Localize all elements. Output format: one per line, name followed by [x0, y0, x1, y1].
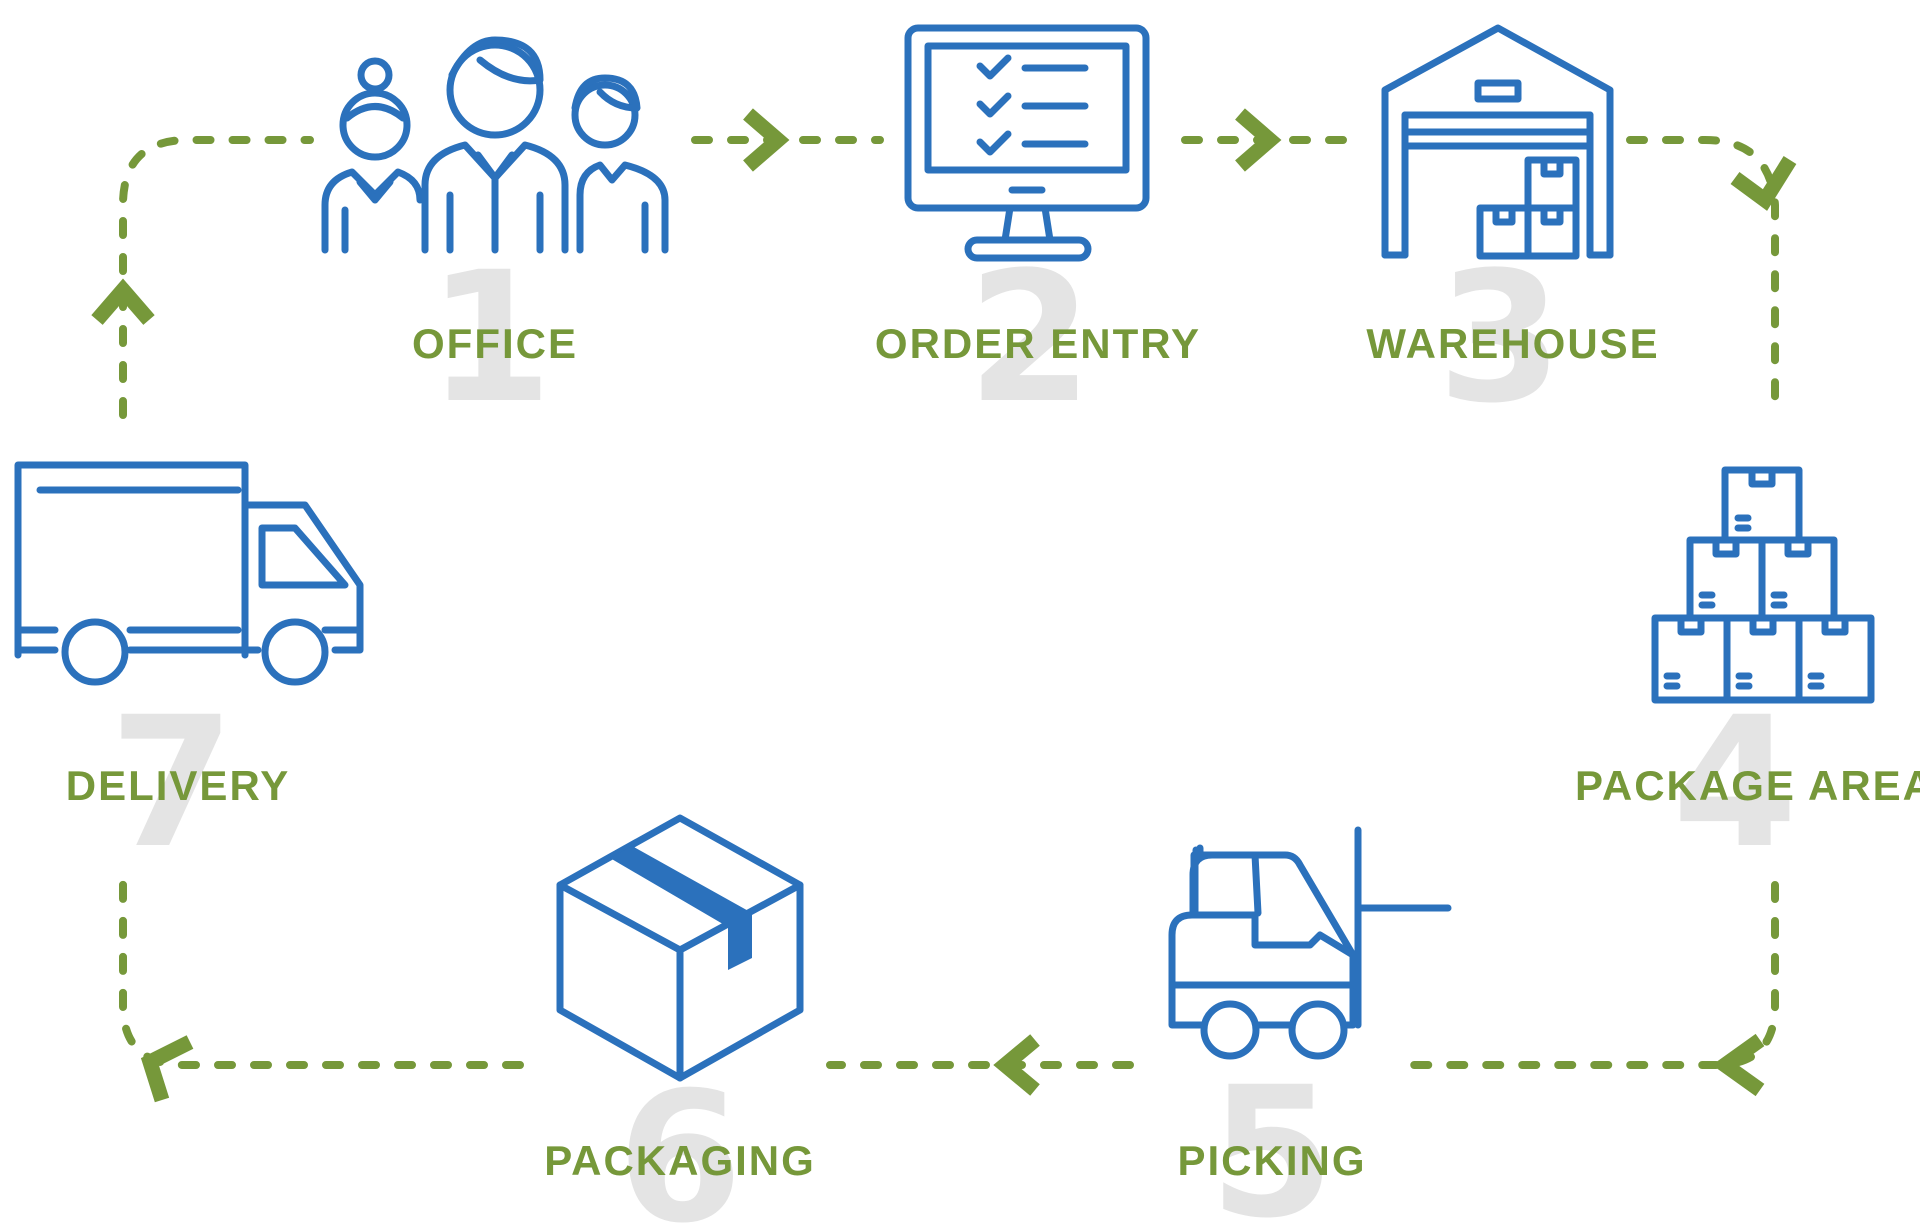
step-4-label: PACKAGE AREA [1575, 762, 1920, 809]
step-7-label: DELIVERY [66, 762, 290, 809]
arrow-down-left-icon [1712, 1033, 1765, 1097]
flow-path-delivery-to-office [119, 136, 314, 419]
step-1-number: 1 [427, 234, 552, 443]
delivery-truck-icon [14, 461, 364, 686]
step-labels: OFFICE ORDER ENTRY WAREHOUSE PACKAGE ARE… [66, 320, 1920, 1184]
step-3-number: 3 [1437, 234, 1562, 443]
computer-checklist-icon [904, 24, 1150, 262]
step-6-number: 6 [617, 1054, 742, 1231]
step-2-number: 2 [967, 234, 1092, 443]
stacked-boxes-icon [1651, 466, 1875, 704]
flow-path-warehouse-to-package-area [1626, 136, 1779, 419]
step-1-label: OFFICE [412, 320, 578, 367]
forklift-icon [1168, 826, 1452, 1060]
arrow-up-icon [91, 278, 155, 325]
arrow-right-icon [1235, 108, 1282, 172]
step-2-label: ORDER ENTRY [875, 320, 1201, 367]
people-icon [321, 36, 669, 254]
warehouse-icon [1381, 24, 1614, 260]
arrow-down-right-icon [1730, 156, 1797, 211]
arrow-right-icon [743, 108, 790, 172]
step-6-label: PACKAGING [544, 1137, 816, 1184]
arrow-up-left-icon [140, 1035, 194, 1103]
flow-path-packaging-to-delivery [119, 876, 524, 1069]
step-4-number: 4 [1672, 679, 1797, 888]
step-5-label: PICKING [1177, 1137, 1366, 1184]
arrow-left-icon [993, 1034, 1040, 1096]
step-3-label: WAREHOUSE [1366, 320, 1659, 367]
step-7-number: 7 [109, 679, 234, 888]
step-numbers: 1 2 3 4 5 6 7 [109, 234, 1797, 1231]
flow-arrows [91, 108, 1797, 1103]
flow-path-package-area-to-picking [1396, 881, 1779, 1069]
box-tape [610, 846, 752, 970]
step-5-number: 5 [1209, 1049, 1334, 1231]
sealed-box-icon [556, 814, 804, 1082]
